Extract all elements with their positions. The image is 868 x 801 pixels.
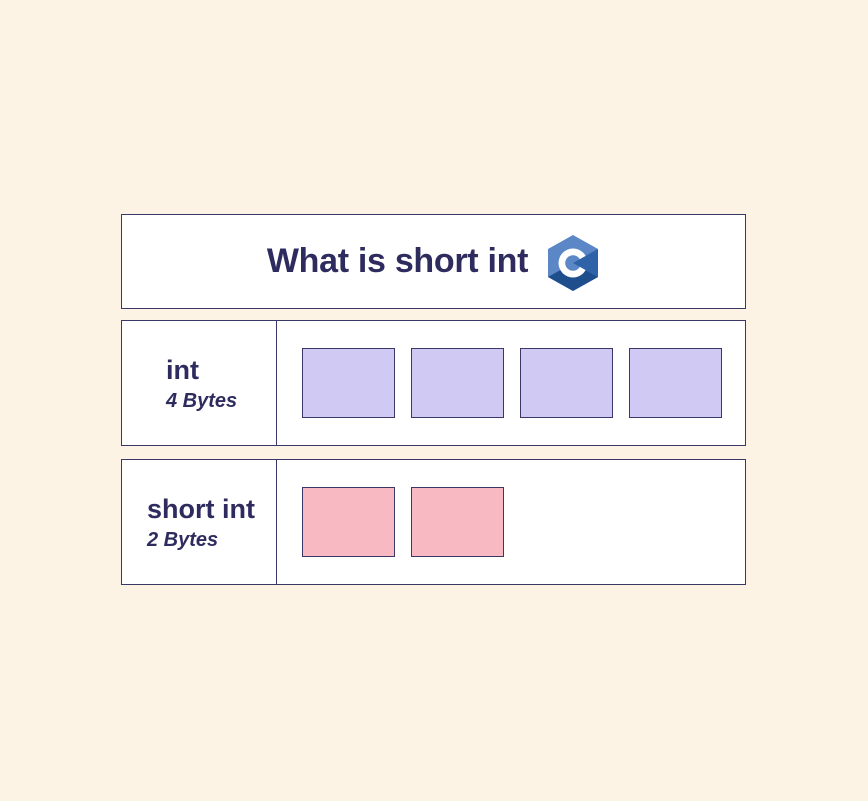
int-label-cell: int 4 Bytes	[122, 321, 277, 445]
short-int-row: short int 2 Bytes	[121, 459, 746, 585]
int-byte-box	[411, 348, 504, 418]
diagram-title: What is short int	[266, 242, 529, 280]
int-type-name: int	[166, 355, 199, 385]
int-byte-box	[302, 348, 395, 418]
c-language-logo-icon	[548, 234, 599, 291]
short-int-byte-box	[302, 487, 395, 557]
title-panel: What is short int	[121, 214, 746, 309]
short-int-byte-box	[411, 487, 504, 557]
int-size-label: 4 Bytes	[166, 390, 238, 412]
short-int-size-label: 2 Bytes	[147, 529, 219, 551]
int-row: int 4 Bytes	[121, 320, 746, 446]
int-byte-box	[520, 348, 613, 418]
int-byte-box	[629, 348, 722, 418]
short-int-type-name: short int	[147, 494, 255, 524]
short-int-label-cell: short int 2 Bytes	[122, 460, 277, 584]
